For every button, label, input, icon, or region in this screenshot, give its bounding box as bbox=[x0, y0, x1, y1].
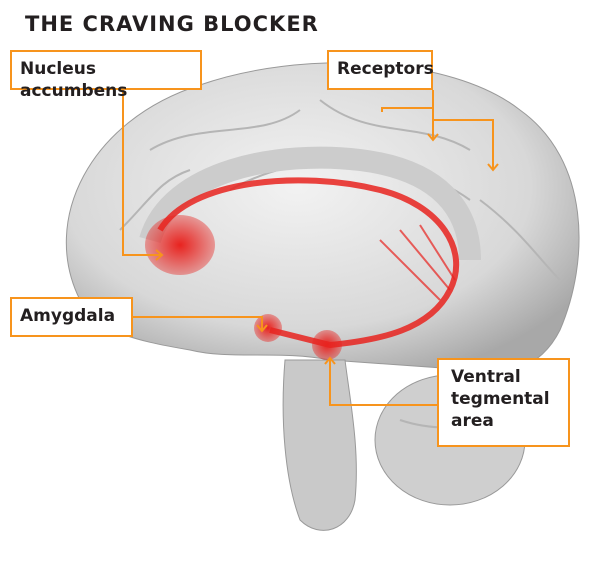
vta-region bbox=[312, 330, 342, 360]
label-ventral-tegmental-area: Ventral tegmental area bbox=[437, 358, 570, 447]
label-amygdala: Amygdala bbox=[10, 297, 133, 337]
brainstem bbox=[282, 359, 357, 531]
diagram-title: THE CRAVING BLOCKER bbox=[25, 12, 319, 36]
label-receptors: Receptors bbox=[327, 50, 434, 90]
leader-lines bbox=[122, 90, 499, 406]
corpus-callosum bbox=[139, 146, 481, 261]
nucleus-accumbens-region bbox=[145, 215, 215, 275]
label-nucleus-accumbens: Nucleus accumbens bbox=[10, 50, 202, 101]
